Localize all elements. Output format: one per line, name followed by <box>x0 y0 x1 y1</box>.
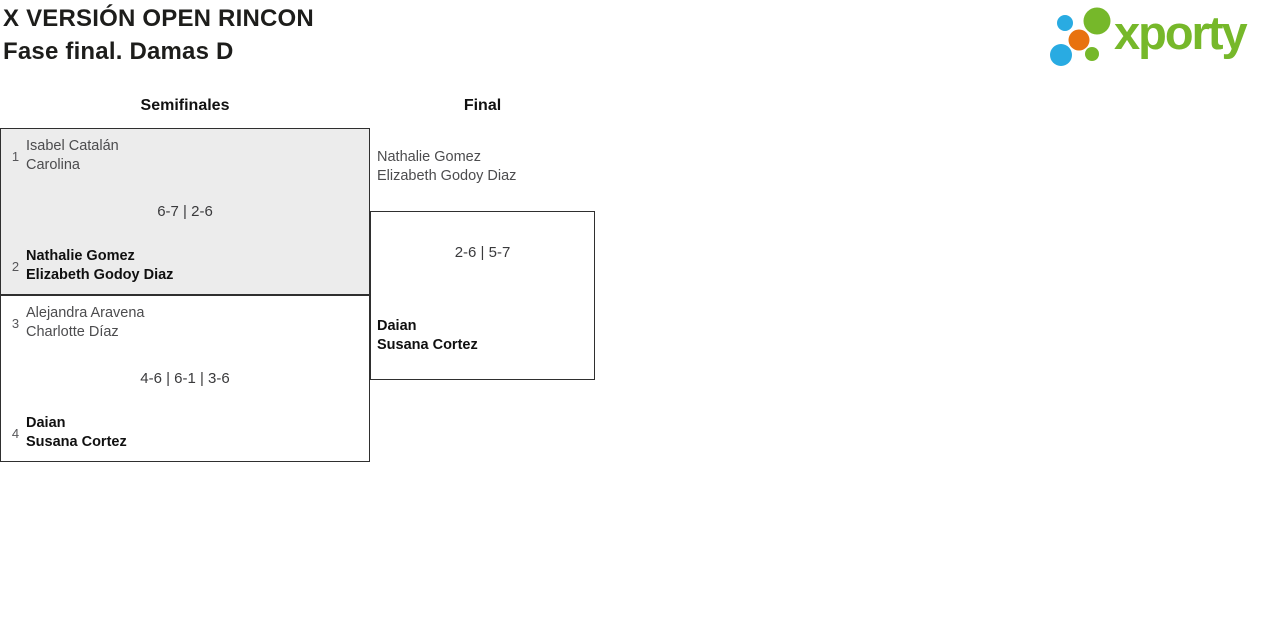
final-team-top: Nathalie Gomez Elizabeth Godoy Diaz <box>377 148 516 186</box>
match-box-final[interactable] <box>370 211 595 380</box>
final-team-bottom-winner: Daian Susana Cortez <box>377 317 478 355</box>
round-header-final: Final <box>463 97 502 114</box>
team-row: 3 Alejandra Aravena Charlotte Díaz <box>1 304 369 342</box>
player-name: Carolina <box>26 157 80 173</box>
tournament-title: X VERSIÓN OPEN RINCON <box>3 5 314 32</box>
match-box-semifinal-2[interactable]: 3 Alejandra Aravena Charlotte Díaz 4-6 |… <box>0 295 370 462</box>
player-name: Nathalie Gomez <box>26 248 135 264</box>
xporty-logo-dots-icon <box>1045 2 1111 75</box>
team-players: Nathalie Gomez Elizabeth Godoy Diaz <box>26 247 173 285</box>
team-row-winner: 2 Nathalie Gomez Elizabeth Godoy Diaz <box>1 247 369 285</box>
player-name: Nathalie Gomez <box>377 149 481 165</box>
player-name: Elizabeth Godoy Diaz <box>377 168 517 184</box>
match-score: 6-7 | 2-6 <box>157 202 213 220</box>
player-name: Charlotte Díaz <box>26 324 119 340</box>
xporty-logo[interactable]: xporty <box>1045 2 1248 75</box>
seed-number: 3 <box>11 315 20 331</box>
phase-subtitle: Fase final. Damas D <box>3 38 234 65</box>
xporty-wordmark: xporty <box>1114 6 1248 59</box>
team-players: Alejandra Aravena Charlotte Díaz <box>26 304 145 342</box>
player-name: Elizabeth Godoy Diaz <box>26 267 174 283</box>
player-name: Isabel Catalán <box>26 138 119 154</box>
round-header-semifinales: Semifinales <box>140 97 230 114</box>
team-row: 1 Isabel Catalán Carolina <box>1 137 369 175</box>
seed-number: 1 <box>11 148 20 164</box>
seed-number: 4 <box>11 425 20 441</box>
page-title: X VERSIÓN OPEN RINCON Fase final. Damas … <box>3 2 314 68</box>
match-score: 4-6 | 6-1 | 3-6 <box>140 369 230 387</box>
seed-number: 2 <box>11 258 20 274</box>
team-players: Daian Susana Cortez <box>26 414 127 452</box>
final-match-score: 2-6 | 5-7 <box>454 244 511 261</box>
player-name: Daian <box>26 415 66 431</box>
player-name: Susana Cortez <box>26 434 127 450</box>
team-row-winner: 4 Daian Susana Cortez <box>1 414 369 452</box>
player-name: Daian <box>377 318 417 334</box>
player-name: Alejandra Aravena <box>26 305 145 321</box>
player-name: Susana Cortez <box>377 337 478 353</box>
team-players: Isabel Catalán Carolina <box>26 137 119 175</box>
match-box-semifinal-1[interactable]: 1 Isabel Catalán Carolina 6-7 | 2-6 2 Na… <box>0 128 370 295</box>
